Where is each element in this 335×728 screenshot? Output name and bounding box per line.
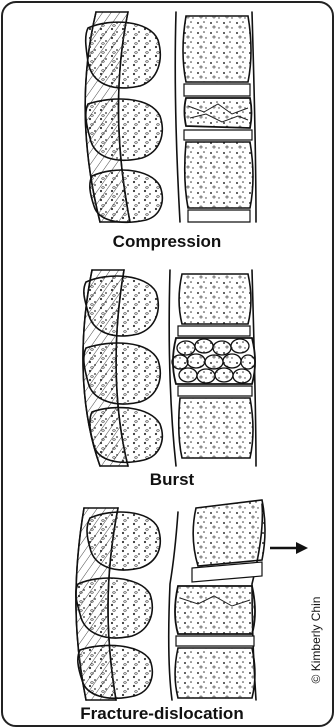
- label-fracture-dislocation: Fracture-dislocation: [80, 704, 243, 723]
- vertebral-body: [179, 398, 253, 458]
- intervertebral-disc: [176, 636, 254, 646]
- displaced-vertebral-body: [193, 500, 265, 566]
- label-burst: Burst: [150, 470, 195, 489]
- posterior-element: [86, 99, 162, 160]
- burst-vertebral-body: [172, 338, 255, 384]
- posterior-element: [84, 276, 158, 336]
- fractured-vertebral-body: [175, 586, 255, 634]
- intervertebral-disc: [184, 84, 250, 96]
- vertebral-body: [183, 16, 251, 82]
- image-credit: © Kimberly Chin: [309, 597, 323, 684]
- intervertebral-disc: [178, 326, 250, 336]
- intervertebral-disc: [178, 386, 252, 396]
- posterior-element: [84, 343, 160, 404]
- vertebral-body: [179, 274, 251, 324]
- intervertebral-disc: [188, 210, 250, 222]
- posterior-element: [76, 578, 152, 638]
- posterior-element: [87, 512, 160, 570]
- vertebral-body: [175, 648, 255, 698]
- compressed-vertebral-body: [185, 98, 252, 128]
- label-compression: Compression: [113, 232, 222, 251]
- posterior-element: [78, 645, 152, 698]
- intervertebral-disc: [184, 130, 252, 140]
- posterior-element: [86, 22, 161, 88]
- vertebral-body: [185, 142, 253, 208]
- posterior-element: [90, 170, 162, 222]
- posterior-element: [90, 408, 162, 463]
